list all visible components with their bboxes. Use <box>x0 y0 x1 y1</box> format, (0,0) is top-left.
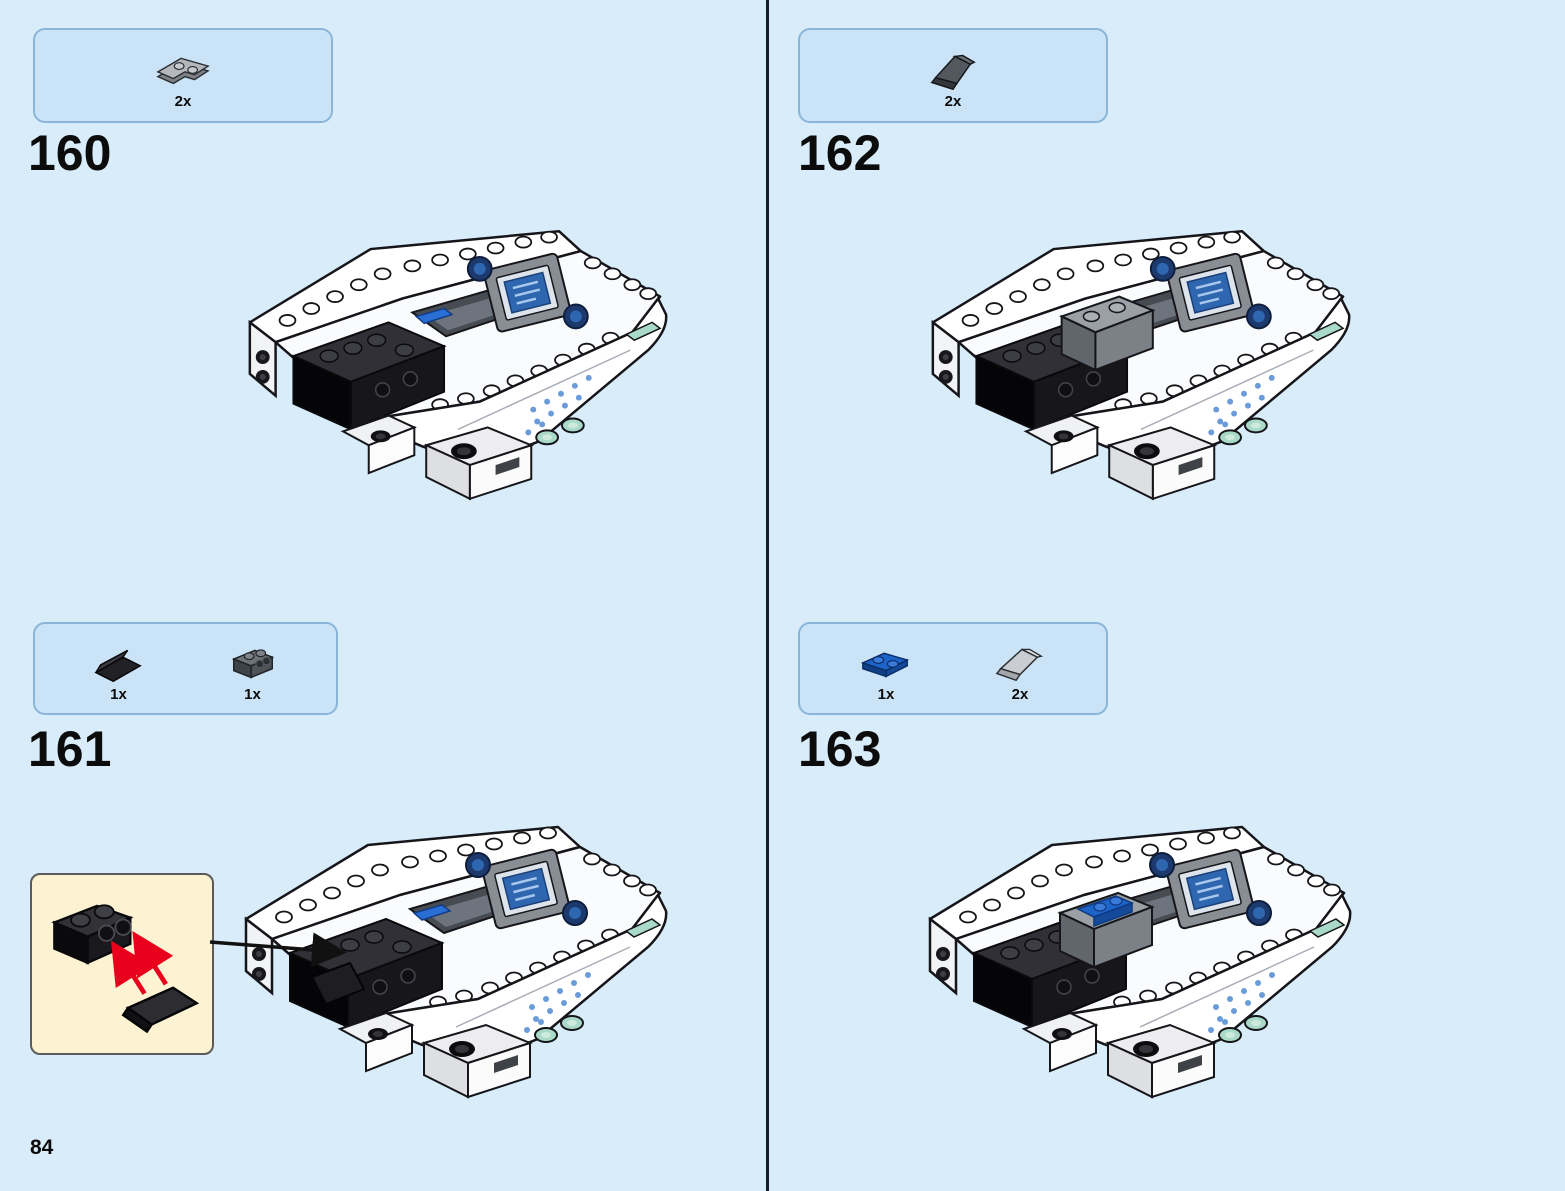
part-item: 1x <box>846 634 926 703</box>
part-item: 2x <box>913 41 993 110</box>
slope-light-gray-icon <box>995 648 1044 682</box>
plate-blue-icon <box>860 652 910 678</box>
corner-plate-light-gray-icon <box>156 57 210 85</box>
parts-box-step-161: 1x 1x <box>33 622 338 715</box>
step-number-161: 161 <box>28 721 112 777</box>
part-quantity: 2x <box>944 93 962 110</box>
parts-box-step-163: 1x 2x <box>798 622 1108 715</box>
model-illustration-step-161 <box>228 800 668 1122</box>
callout-box-step-161 <box>30 873 214 1055</box>
model-illustration-step-162 <box>915 205 1351 523</box>
model-illustration-step-163 <box>912 800 1352 1122</box>
part-item: 2x <box>143 41 223 110</box>
step-number-160: 160 <box>28 125 112 181</box>
page-number: 84 <box>30 1136 54 1159</box>
parts-box-step-160: 2x <box>33 28 333 123</box>
part-item: 2x <box>980 634 1060 703</box>
callout-detail-illustration <box>51 904 200 1034</box>
added-gray-bricks <box>1059 295 1156 372</box>
part-item: 1x <box>213 634 293 703</box>
callout-arrow <box>209 932 347 968</box>
model-illustration-step-160 <box>232 205 668 523</box>
part-quantity: 2x <box>174 93 192 110</box>
step-number-162: 162 <box>798 125 882 181</box>
bracket-dark-gray-icon <box>231 649 274 679</box>
slope-dark-gray-icon <box>930 54 976 91</box>
step-number-163: 163 <box>798 721 882 777</box>
parts-box-step-162: 2x <box>798 28 1108 123</box>
part-quantity: 2x <box>1011 686 1029 703</box>
column-divider <box>766 0 769 1191</box>
slope-black-icon <box>93 649 142 683</box>
part-quantity: 1x <box>877 686 895 703</box>
part-quantity: 1x <box>244 686 261 703</box>
part-item: 1x <box>79 634 159 703</box>
added-blue-plate <box>1076 895 1135 928</box>
part-quantity: 1x <box>110 686 127 703</box>
